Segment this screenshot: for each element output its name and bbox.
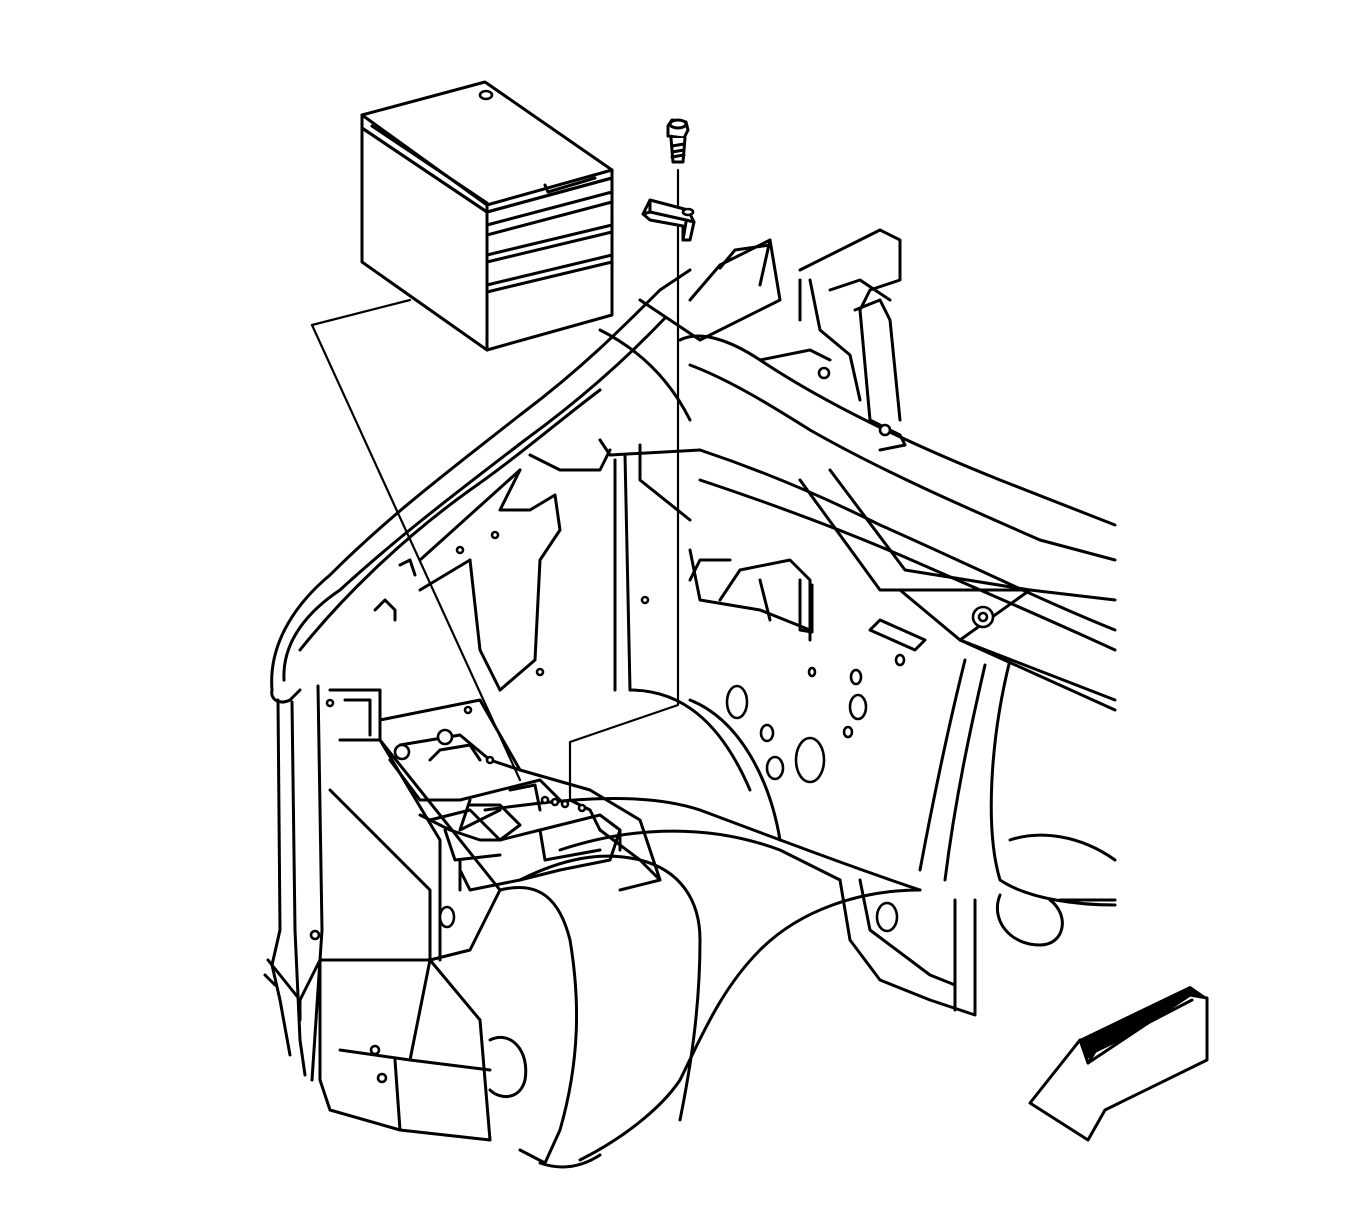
body-structure bbox=[263, 228, 1117, 1169]
battery-tray bbox=[378, 698, 662, 892]
leader-lines bbox=[310, 168, 680, 802]
battery bbox=[360, 80, 614, 352]
retainer-bolt bbox=[666, 118, 690, 164]
hold-down-retainer bbox=[641, 198, 696, 242]
direction-arrow-icon bbox=[1028, 986, 1209, 1142]
